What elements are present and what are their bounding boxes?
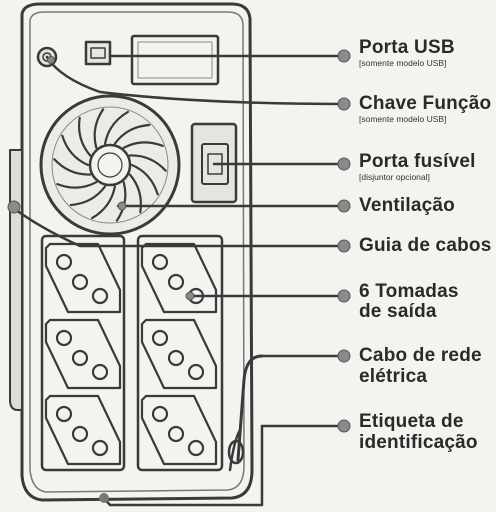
outlet-hole: [91, 439, 109, 457]
ups-body-inner-outline: [29, 11, 245, 493]
fan-blade: [91, 185, 116, 220]
outlet-hole: [167, 425, 185, 443]
marker-function-origin: [47, 56, 55, 64]
label-plate: [130, 34, 220, 86]
power-outlet: [140, 242, 218, 314]
fan-blade: [53, 158, 92, 176]
marker-fuse: [337, 157, 351, 171]
callout-cable-title: Cabo de rede elétrica: [359, 345, 482, 387]
callout-fuse-title: Porta fusível: [359, 151, 476, 172]
outlet-hole: [91, 363, 109, 381]
callout-function: Chave Função [somente modelo USB]: [359, 94, 491, 124]
outlet-panel-left: [40, 234, 126, 472]
marker-usb: [337, 49, 351, 63]
outlet-hole: [187, 363, 205, 381]
fan-blade: [78, 116, 92, 157]
outlet-hole: [55, 253, 73, 271]
callout-usb: Porta USB [somente modelo USB]: [359, 38, 455, 68]
outlet-hole: [71, 349, 89, 367]
callout-vent-title: Ventilação: [359, 195, 455, 216]
callout-usb-title: Porta USB: [359, 37, 455, 58]
marker-outlets-origin: [185, 291, 195, 301]
callout-tag: Etiqueta de identificação: [359, 411, 489, 454]
ups-body-outline: [20, 2, 254, 502]
outlet-hole: [187, 439, 205, 457]
outlet-hole: [151, 253, 169, 271]
fan-blade: [122, 141, 164, 149]
power-outlet: [44, 394, 122, 466]
fan-blade: [130, 163, 159, 196]
outlet-hole: [71, 273, 89, 291]
fan-blade: [69, 185, 107, 207]
outlet-hole: [71, 425, 89, 443]
outlet-hole: [55, 329, 73, 347]
power-outlet: [140, 318, 218, 390]
marker-guide: [337, 239, 351, 253]
fan-blade: [128, 173, 142, 214]
power-outlet: [44, 242, 122, 314]
outlet-panel-right: [136, 234, 224, 472]
callout-function-title: Chave Função: [359, 93, 492, 114]
power-cord: [236, 354, 264, 462]
fan-blade: [128, 154, 167, 172]
marker-side: [7, 200, 21, 214]
callout-function-subtitle: [somente modelo USB]: [359, 114, 447, 124]
id-tag-marker: [99, 493, 109, 503]
fan-blade: [104, 110, 129, 145]
outlet-hole: [91, 287, 109, 305]
fan-blade: [56, 181, 98, 189]
callout-fuse: Porta fusível [disjuntor opcional]: [359, 152, 476, 182]
power-outlet: [44, 318, 122, 390]
outlet-hole: [167, 273, 185, 291]
callout-vent: Ventilação: [359, 196, 455, 215]
fan-blade: [61, 134, 90, 167]
leader-function: [45, 55, 348, 106]
outlet-hole: [151, 405, 169, 423]
callout-outlets-title: 6 Tomadas de saída: [359, 281, 459, 322]
callout-tag-title: Etiqueta de identificação: [359, 411, 478, 453]
callout-outlets: 6 Tomadas de saída: [359, 282, 479, 322]
marker-outlets: [337, 289, 351, 303]
outlet-hole: [55, 405, 73, 423]
callout-usb-subtitle: [somente modelo USB]: [359, 58, 447, 68]
marker-tag: [337, 419, 351, 433]
callout-fuse-subtitle: [disjuntor opcional]: [359, 172, 430, 182]
marker-vent: [337, 199, 351, 213]
side-handle: [9, 149, 23, 411]
fan-blade: [113, 123, 151, 145]
callout-guide: Guia de cabos: [359, 236, 491, 255]
fan-blade: [93, 108, 105, 149]
outlet-hole: [167, 349, 185, 367]
fan-blade: [115, 181, 127, 222]
usb-port: [84, 40, 112, 66]
cable-guide-clip: [227, 439, 245, 465]
marker-vent-origin: [117, 201, 127, 211]
callout-cable: Cabo de rede elétrica: [359, 345, 489, 388]
power-outlet: [140, 394, 218, 466]
ventilation-fan: [39, 94, 181, 236]
callout-guide-title: Guia de cabos: [359, 235, 492, 256]
outlet-hole: [151, 329, 169, 347]
marker-cable: [337, 349, 351, 363]
marker-function: [337, 97, 351, 111]
